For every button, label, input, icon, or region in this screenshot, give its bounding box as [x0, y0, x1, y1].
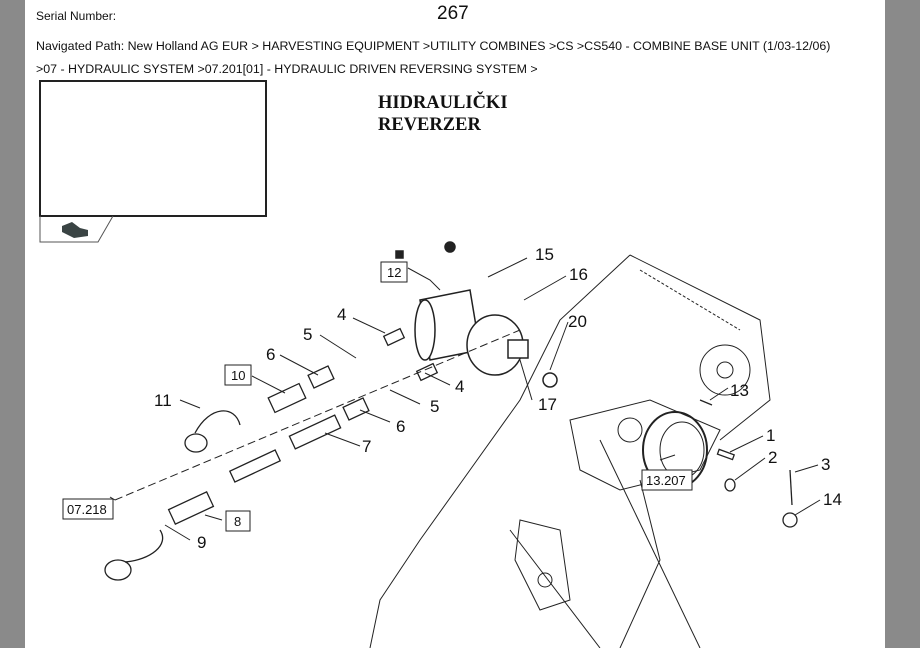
callout-15[interactable]: 15 [535, 245, 554, 264]
diagram-title: HIDRAULIČKI REVERZER [378, 92, 508, 136]
callout-3[interactable]: 3 [821, 455, 830, 474]
image-frame [39, 80, 267, 243]
callout-box-10 [224, 364, 252, 386]
callout-10[interactable]: 10 [231, 368, 245, 383]
callout-labels: 15 16 4 12 5 6 10 20 11 4 5 6 7 17 13 1 … [62, 245, 842, 552]
callout-16[interactable]: 16 [569, 265, 588, 284]
callout-box-12 [380, 261, 408, 283]
callout-box-07218 [62, 498, 114, 520]
callout-17[interactable]: 17 [538, 395, 557, 414]
navigated-path: Navigated Path: New Holland AG EUR > HAR… [36, 35, 886, 81]
callout-11[interactable]: 11 [154, 391, 172, 410]
callout-6b[interactable]: 6 [396, 417, 405, 436]
callout-13[interactable]: 13 [730, 381, 749, 400]
path-line-1: Navigated Path: New Holland AG EUR > HAR… [36, 39, 831, 53]
callout-box-8 [225, 510, 251, 532]
callout-20[interactable]: 20 [568, 312, 587, 331]
document-page: Serial Number: 267 Navigated Path: New H… [25, 0, 885, 648]
callout-2[interactable]: 2 [768, 448, 777, 467]
callout-14[interactable]: 14 [823, 490, 842, 509]
serial-number-label: Serial Number: [36, 9, 117, 23]
title-line-2: REVERZER [378, 115, 481, 135]
callout-5[interactable]: 5 [303, 325, 312, 344]
callout-4b[interactable]: 4 [455, 377, 464, 396]
assembly-axis [114, 329, 521, 501]
callout-box-13207 [641, 469, 693, 491]
fittings [104, 327, 798, 581]
callout-07-218[interactable]: 07.218 [67, 502, 107, 517]
callout-4[interactable]: 4 [337, 305, 346, 324]
callout-8[interactable]: 8 [234, 514, 241, 529]
hydraulic-motor [395, 241, 558, 388]
callout-9[interactable]: 9 [197, 533, 206, 552]
callout-12[interactable]: 12 [387, 265, 401, 280]
leader-lines [164, 257, 821, 541]
callout-13-207[interactable]: 13.207 [646, 473, 686, 488]
path-line-2: >07 - HYDRAULIC SYSTEM >07.201[01] - HYD… [36, 62, 538, 76]
exploded-parts-diagram: 15 16 4 12 5 6 10 20 11 4 5 6 7 17 13 1 … [39, 80, 842, 648]
serial-number-value: 267 [437, 3, 469, 24]
callout-1[interactable]: 1 [766, 426, 775, 445]
callout-7[interactable]: 7 [362, 437, 371, 456]
title-line-1: HIDRAULIČKI [378, 93, 508, 113]
callout-6[interactable]: 6 [266, 345, 275, 364]
navigate-back-icon[interactable] [62, 222, 88, 238]
callout-5b[interactable]: 5 [430, 397, 439, 416]
